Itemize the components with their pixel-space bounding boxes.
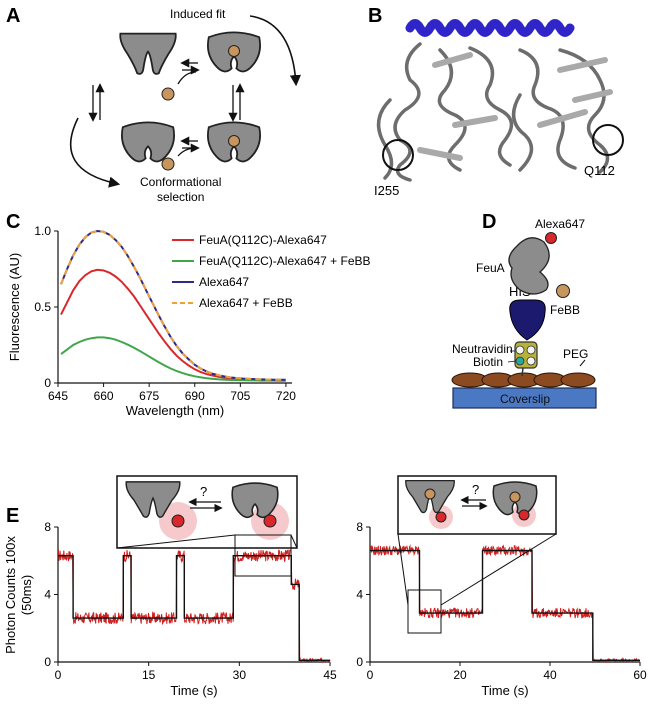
- x-axis-label: Time (s): [170, 683, 217, 698]
- panel-b-label: B: [368, 5, 382, 27]
- x-tick-label: 675: [139, 389, 159, 403]
- legend-label: Alexa647: [199, 275, 249, 289]
- series-line: [60, 268, 286, 381]
- trace-signal: [369, 544, 641, 664]
- legend-label: Alexa647 + FeBB: [199, 296, 293, 310]
- inset-right: ?: [397, 475, 557, 535]
- x-tick-label: 705: [230, 389, 250, 403]
- febb-ligand: [556, 284, 570, 298]
- y-axis-label-unit: (50ms): [19, 575, 34, 615]
- protein-open-top: [119, 32, 177, 75]
- legend-label: FeuA(Q112C)-Alexa647 + FeBB: [199, 254, 371, 268]
- trace-state-fit: [370, 549, 640, 661]
- x-tick-label: 660: [94, 389, 114, 403]
- x-tick-label: 720: [276, 389, 296, 403]
- y-tick-label: 0: [356, 655, 363, 669]
- biotin-dot: [515, 356, 525, 366]
- y-tick-label: 8: [356, 520, 363, 534]
- panel-b: B I255 Q112: [368, 5, 624, 198]
- protein-closed-bottom: [121, 121, 176, 163]
- x-tick-label: 40: [543, 668, 557, 682]
- feua-protein: [508, 237, 550, 295]
- site-q112-circle: [592, 124, 624, 156]
- protein-closed-ligand-top: [206, 31, 262, 73]
- x-tick-label: 15: [142, 668, 156, 682]
- x-tick-label: 20: [453, 668, 467, 682]
- peg-label: PEG: [563, 347, 588, 361]
- y-tick-label: 1.0: [34, 224, 51, 238]
- panel-c-label: C: [6, 211, 20, 233]
- series-line: [60, 336, 286, 382]
- site-i255-circle: [382, 139, 414, 171]
- x-tick-label: 60: [633, 668, 647, 682]
- x-axis-label: Wavelength (nm): [126, 403, 225, 418]
- y-tick-label: 4: [356, 588, 363, 602]
- peg-layer: [451, 372, 596, 388]
- x-tick-label: 0: [55, 668, 62, 682]
- ligand-free-top: [161, 87, 175, 101]
- y-tick-label: 0.5: [34, 300, 51, 314]
- conf-selection-label-2: selection: [157, 190, 204, 204]
- x-tick-label: 645: [48, 389, 68, 403]
- x-tick-label: 45: [323, 668, 337, 682]
- y-tick-label: 8: [44, 520, 51, 534]
- y-tick-label: 0: [44, 655, 51, 669]
- zoom-connectors: [116, 533, 557, 634]
- panel-a: A Induced fit Conformational selection: [6, 5, 302, 204]
- panel-e-label: E: [6, 505, 19, 527]
- panel-d: D Coverslip PEG Neutravidin Biotin HIS F…: [451, 211, 597, 409]
- inset-left-question: ?: [200, 484, 207, 499]
- trace-signal: [57, 549, 331, 664]
- inset-right-question: ?: [472, 482, 479, 497]
- conformational-selection-arrow: [69, 117, 121, 188]
- neutravidin-label: Neutravidin: [452, 342, 513, 356]
- alexa647-dye: [545, 232, 557, 244]
- conf-selection-label-1: Conformational: [140, 175, 221, 189]
- x-tick-label: 30: [233, 668, 247, 682]
- alexa647-label: Alexa647: [535, 217, 585, 231]
- induced-fit-arrow: [249, 15, 302, 87]
- trace-state-fit: [58, 555, 330, 661]
- protein-ribbon: [376, 42, 610, 182]
- inset-left: ?: [116, 475, 298, 549]
- feua-label: FeuA: [476, 261, 505, 275]
- y-tick-label: 0: [44, 376, 51, 390]
- series-line: [60, 229, 286, 381]
- protein-closed-ligand-bottom: [206, 121, 262, 163]
- site-q112-label: Q112: [584, 163, 615, 178]
- x-tick-label: 690: [185, 389, 205, 403]
- panel-d-label: D: [482, 211, 496, 233]
- ligand-free-bottom: [161, 157, 175, 171]
- y-axis-label: Fluorescence (AU): [7, 253, 22, 361]
- x-tick-label: 0: [367, 668, 374, 682]
- coverslip-label: Coverslip: [500, 392, 550, 406]
- site-i255-label: I255: [374, 183, 399, 198]
- x-axis-label: Time (s): [481, 683, 528, 698]
- protein-ribbon-light: [417, 52, 613, 161]
- y-tick-label: 4: [44, 588, 51, 602]
- alpha-helix: [405, 19, 575, 37]
- induced-fit-label: Induced fit: [170, 7, 226, 21]
- panel-a-label: A: [6, 5, 20, 27]
- coverslip: [452, 387, 597, 409]
- febb-label: FeBB: [550, 303, 580, 317]
- biotin-label: Biotin: [473, 355, 503, 369]
- legend-label: FeuA(Q112C)-Alexa647: [199, 233, 327, 247]
- y-axis-label: Photon Counts 100x: [3, 536, 18, 654]
- his-tag-antibody: [509, 299, 546, 341]
